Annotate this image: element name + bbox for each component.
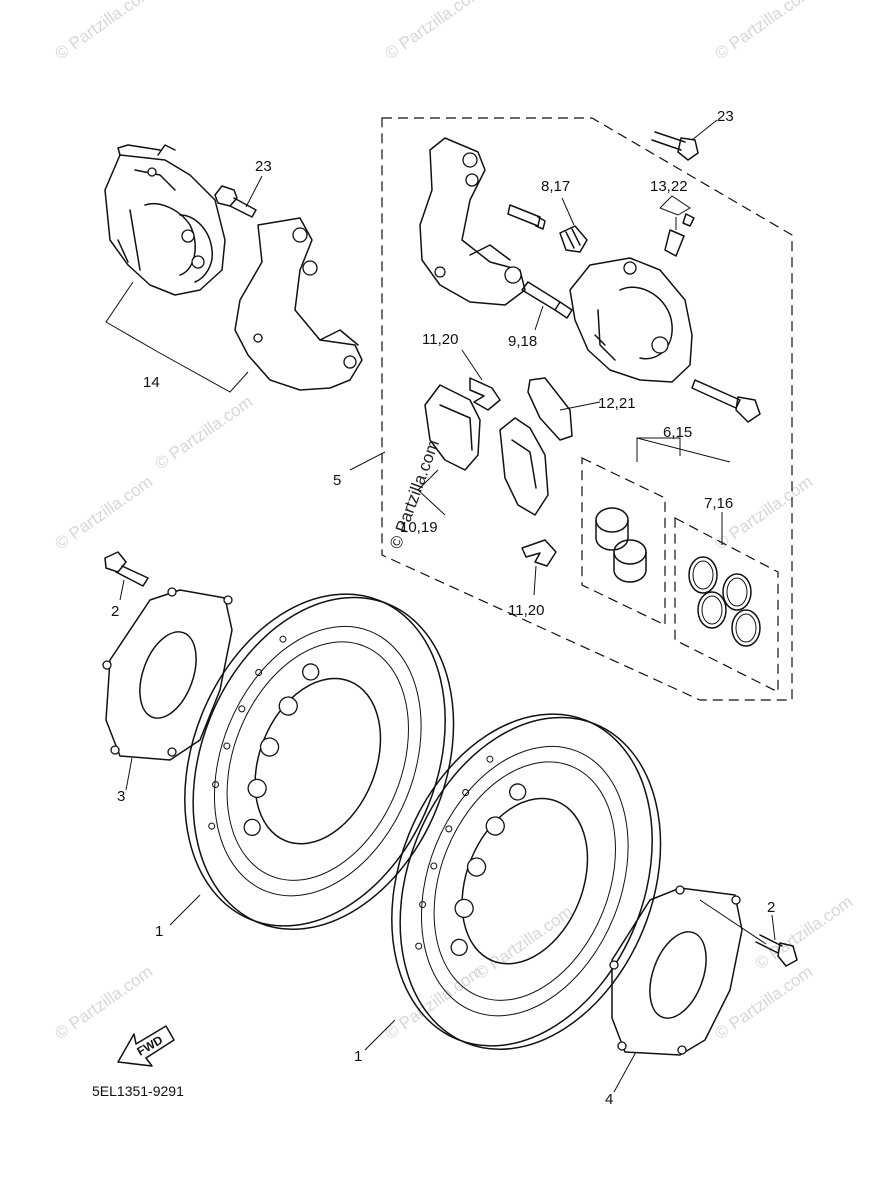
watermark: © Partzilla.com (51, 472, 156, 553)
callout-13-22: 13,22 (650, 178, 688, 195)
callout-12-21: 12,21 (598, 395, 636, 412)
caliper-bracket-exploded (419, 137, 526, 306)
brake-disc-1-right (391, 713, 662, 1051)
pad-spring-11-20-top (461, 349, 501, 411)
callout-2-right: 2 (767, 899, 775, 916)
callout-6-15: 6,15 (663, 424, 692, 441)
callout-1-left: 1 (155, 923, 163, 940)
seals-group-7-16 (674, 512, 779, 693)
watermark: © Partzilla.com (51, 962, 156, 1043)
callout-2-left: 2 (111, 603, 119, 620)
leader-5 (349, 451, 386, 471)
disc-bolt-2-right (755, 914, 798, 967)
bracket-bolt-23-right (651, 119, 718, 161)
callout-11-20-top: 11,20 (422, 331, 458, 348)
pin-boot-8-17 (559, 197, 588, 253)
disc-cover-plate-4 (609, 885, 767, 1093)
bleed-screw-13-22 (659, 195, 695, 257)
leader-14 (105, 281, 249, 393)
slide-pin-top (507, 204, 546, 230)
pad-shim-12-21 (527, 377, 601, 441)
watermark: © Partzilla.com (471, 902, 576, 983)
callout-11-20-bottom: 11,20 (508, 602, 544, 619)
callout-8-17: 8,17 (541, 178, 570, 195)
brake-pads-10-19 (417, 384, 549, 516)
forward-arrow-icon: FWD (117, 1025, 175, 1067)
watermark: © Partzilla.com (711, 0, 816, 63)
callout-4: 4 (605, 1091, 613, 1108)
watermark: © Partzilla.com (711, 472, 816, 553)
watermark: © Partzilla.com (381, 0, 486, 63)
caliper-long-bolt (691, 379, 761, 423)
leader-1-right (364, 1019, 396, 1051)
caliper-bolt-23-left (214, 175, 263, 218)
watermark: © Partzilla.com (151, 392, 256, 473)
caliper-bracket-14 (234, 217, 363, 391)
callout-23-left: 23 (255, 158, 272, 175)
callout-7-16: 7,16 (704, 495, 733, 512)
watermark-layer: © Partzilla.com © Partzilla.com © Partzi… (51, 0, 856, 1043)
callout-labels: 23 14 23 8,17 13,22 9,18 11,20 12,21 5 6… (111, 108, 775, 1108)
caliper-breakdown-outline (381, 117, 793, 701)
callout-23-right: 23 (717, 108, 734, 125)
callout-10-19: 10,19 (400, 519, 438, 536)
slide-pin-9-18 (521, 281, 573, 331)
disc-bolt-2-left (104, 551, 149, 601)
leader-1-left (169, 894, 201, 926)
disc-cover-plate-3 (102, 587, 233, 791)
pad-spring-11-20-bottom (521, 539, 557, 596)
callout-9-18: 9,18 (508, 333, 537, 350)
caliper-body-exploded (569, 257, 693, 383)
watermark: © Partzilla.com (51, 0, 156, 63)
pistons-group-6-15 (581, 437, 731, 626)
watermark: © Partzilla.com (711, 962, 816, 1043)
brake-disc-1-left (184, 593, 455, 931)
caliper-assembly-14 (104, 144, 226, 296)
callout-3: 3 (117, 788, 125, 805)
callout-14: 14 (143, 374, 160, 391)
callout-1-right: 1 (354, 1048, 362, 1065)
callout-5: 5 (333, 472, 341, 489)
diagram-code: 5EL1351-9291 (92, 1083, 184, 1099)
